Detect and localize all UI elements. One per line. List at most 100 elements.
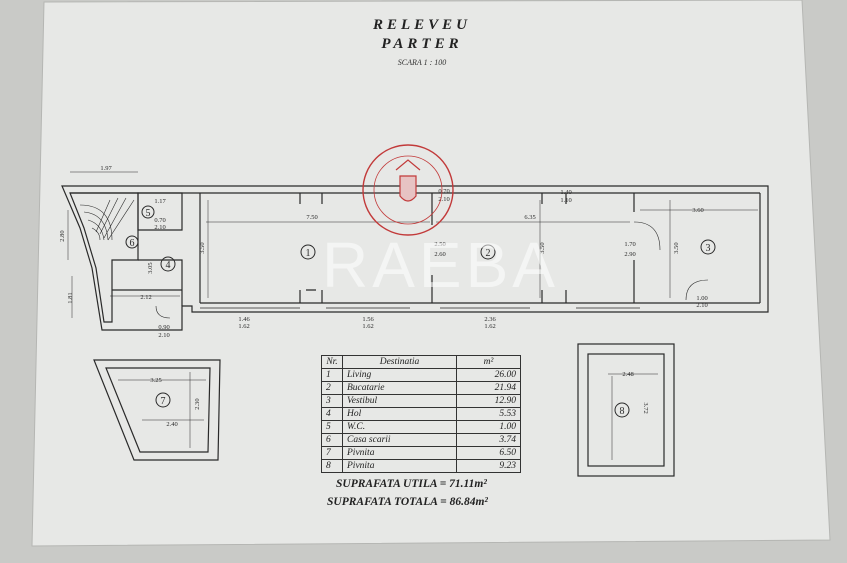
dim-1-00: 1.00: [696, 295, 707, 302]
room-number-5: 5: [146, 208, 151, 219]
dim-1-46: 1.46: [238, 316, 250, 323]
dim-3-50a: 3.50: [199, 242, 206, 253]
cell-nr: 6: [321, 433, 343, 447]
table-row: 6 Casa scarii 3.74: [321, 433, 521, 447]
suprafata-totala: SUPRAFATA TOTALA = 86.84m²: [327, 496, 488, 508]
cell-nr: 4: [321, 407, 343, 421]
cell-destinatia: Vestibul: [342, 394, 457, 408]
cell-area: 6.50: [456, 446, 521, 460]
cell-area: 5.53: [456, 407, 521, 421]
dim-1-70: 1.70: [624, 241, 635, 248]
dim-2-48: 2.48: [622, 371, 633, 378]
title-releveu: RELEVEU: [372, 17, 472, 33]
cell-area: 1.00: [456, 420, 521, 434]
room-number-8: 8: [620, 406, 625, 417]
dim-3-25: 3.25: [150, 377, 161, 384]
stair-wall: [69, 192, 139, 323]
cell-area: 26.00: [456, 368, 521, 382]
dim-2-10c: 2.10: [696, 302, 707, 309]
cell-area: 21.94: [456, 381, 521, 395]
table-row: 7 Pivnita 6.50: [321, 446, 521, 460]
room-number-7: 7: [161, 396, 166, 407]
room-number-6: 6: [130, 238, 135, 249]
dim-1-10: 1.10: [560, 197, 571, 204]
cell-area: 12.90: [456, 394, 521, 408]
table-row: 3 Vestibul 12.90: [321, 394, 521, 408]
dim-2-30: 2.30: [194, 398, 201, 409]
room-table: Nr. Destinatia m² 1 Living 26.00 2 Bucat…: [321, 355, 521, 473]
dim-3-60: 3.60: [692, 207, 703, 214]
dim-2-80: 2.80: [59, 230, 66, 241]
cell-destinatia: Bucatarie: [342, 381, 457, 395]
dim-1-81: 1.81: [67, 292, 74, 303]
dim-2-90: 2.90: [624, 251, 635, 258]
header-area: m²: [456, 355, 521, 369]
room-7-outer: [93, 359, 221, 461]
dim-3-05: 3.05: [147, 262, 154, 273]
table-row: 4 Hol 5.53: [321, 407, 521, 421]
header-nr: Nr.: [321, 355, 343, 369]
room-7-inner: [105, 367, 211, 453]
dimension-lines: [67, 171, 758, 460]
cell-nr: 7: [321, 446, 343, 460]
dim-1-62a: 1.62: [238, 323, 249, 330]
cell-destinatia: Pivnita: [342, 446, 457, 460]
dim-1-40: 1.40: [560, 189, 571, 196]
watermark: RAEBA: [322, 229, 559, 301]
dim-0-70: 0.70: [154, 217, 165, 224]
scale-label: SCARA 1 : 100: [397, 58, 447, 67]
cell-destinatia: Hol: [342, 407, 457, 421]
suprafata-utila: SUPRAFATA UTILA = 71.11m²: [336, 478, 487, 490]
dim-2-50: 2.50: [434, 241, 445, 248]
cell-nr: 2: [321, 381, 343, 395]
cell-area: 3.74: [456, 433, 521, 447]
cell-nr: 8: [321, 459, 343, 473]
cell-destinatia: Pivnita: [342, 459, 457, 473]
table-row: 1 Living 26.00: [321, 368, 521, 382]
table-header-row: Nr. Destinatia m²: [321, 355, 521, 369]
dim-1-17: 1.17: [154, 198, 166, 205]
table-row: 5 W.C. 1.00: [321, 420, 521, 434]
dim-6-35: 6.35: [524, 214, 535, 221]
dim-3-72: 3.72: [642, 402, 649, 413]
cell-nr: 5: [321, 420, 343, 434]
door-arcs: [155, 221, 709, 319]
cell-nr: 1: [321, 368, 343, 382]
cell-destinatia: W.C.: [342, 420, 457, 434]
room-8-inner: [587, 353, 665, 467]
staircase-lines: [79, 197, 135, 241]
dim-7-50: 7.50: [306, 214, 317, 221]
dim-1-62b: 1.62: [362, 323, 373, 330]
dim-3-50b: 3.50: [539, 242, 546, 253]
cell-area: 9.23: [456, 459, 521, 473]
room-number-1: 1: [306, 248, 311, 259]
room-number-4: 4: [166, 260, 171, 271]
dim-0-70b: 0.70: [438, 188, 449, 195]
dim-2-10b: 2.10: [158, 332, 169, 339]
dim-2-10d: 2.10: [438, 196, 449, 203]
room-8-outer: [577, 343, 675, 477]
dim-1-97: 1.97: [100, 165, 112, 172]
table-row: 8 Pivnita 9.23: [321, 459, 521, 473]
title-parter: PARTER: [381, 36, 463, 52]
wc-wall: [137, 192, 183, 306]
room-number-2: 2: [486, 248, 491, 259]
cell-nr: 3: [321, 394, 343, 408]
dim-3-50c: 3.50: [673, 242, 680, 253]
dim-1-56: 1.56: [362, 316, 374, 323]
cell-destinatia: Casa scarii: [342, 433, 457, 447]
paper-sheet: [31, 0, 831, 547]
header-destinatia: Destinatia: [342, 355, 457, 369]
official-stamp: [362, 144, 454, 236]
table-row: 2 Bucatarie 21.94: [321, 381, 521, 395]
wall-stubs: [299, 193, 567, 303]
dim-1-62c: 1.62: [484, 323, 495, 330]
cell-destinatia: Living: [342, 368, 457, 382]
dim-2-10a: 2.10: [154, 224, 165, 231]
room-number-3: 3: [706, 243, 711, 254]
dim-2-36: 2.36: [484, 316, 496, 323]
dim-2-12: 2.12: [140, 294, 151, 301]
dim-0-90: 0.90: [158, 324, 169, 331]
